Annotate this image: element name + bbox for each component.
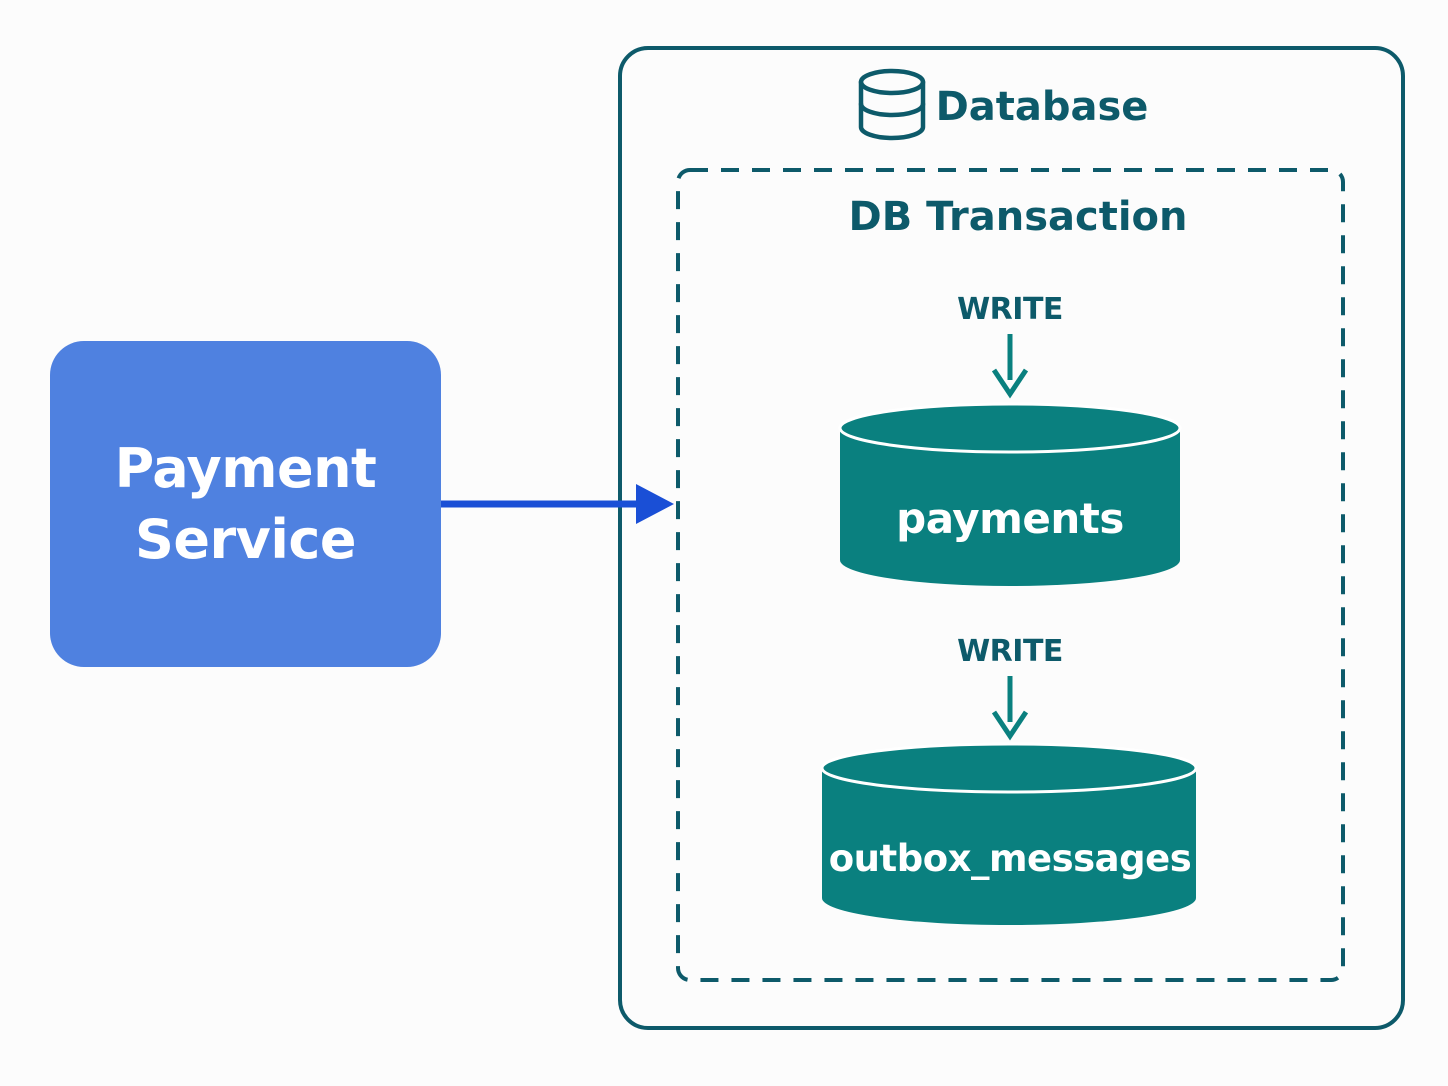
write-arrow-payments: [991, 334, 1029, 399]
payment-service-label-line1: Payment: [114, 437, 377, 500]
write-label-outbox: WRITE: [957, 634, 1063, 669]
database-container: [618, 46, 1405, 1030]
payments-table-cylinder: [838, 402, 1182, 586]
outbox-messages-table-label: outbox_messages: [828, 837, 1192, 880]
database-icon: [858, 68, 926, 141]
write-label-payments: WRITE: [957, 292, 1063, 327]
payment-service-label-line2: Service: [135, 508, 357, 571]
service-to-transaction-arrow: [441, 484, 674, 524]
outbox-messages-table-cylinder: [820, 742, 1198, 925]
database-title: Database: [935, 84, 1149, 130]
payments-table-label: payments: [896, 494, 1124, 543]
transaction-title: DB Transaction: [848, 194, 1188, 240]
transaction-boundary: [676, 168, 1345, 982]
write-arrow-outbox: [991, 676, 1029, 741]
payment-service-box: Payment Service: [50, 341, 441, 667]
